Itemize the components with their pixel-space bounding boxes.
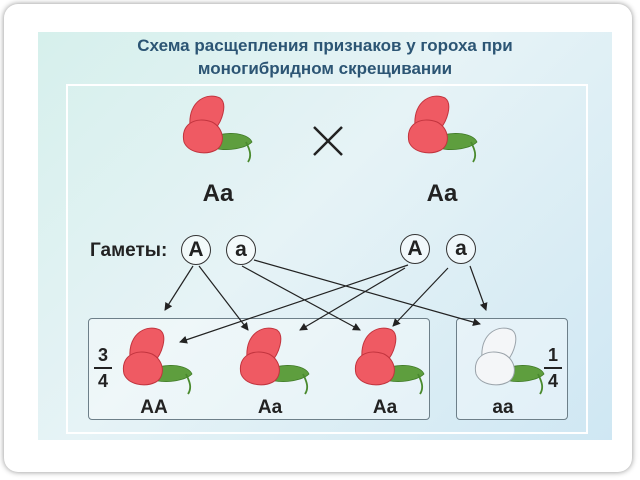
offspring-1-flower-icon	[122, 327, 193, 395]
offspring-3-genotype: Aa	[372, 397, 398, 418]
offspring-2-flower-icon	[239, 327, 310, 395]
title-line-1: Схема расщепления признаков у гороха при	[137, 36, 513, 55]
fraction-bar	[544, 367, 562, 369]
parent-left-genotype: Aa	[202, 180, 234, 207]
gametes-label: Гаметы:	[90, 240, 168, 261]
ratio-dominant: 3 4	[94, 344, 112, 392]
diagram-title: Схема расщепления признаков у гороха при…	[38, 34, 612, 80]
title-line-2: моногибридном скрещивании	[197, 59, 453, 78]
ratio-dominant-denominator: 4	[97, 371, 108, 391]
parent-right-flower-icon	[407, 95, 478, 163]
parent-right-genotype: Aa	[426, 180, 458, 207]
fraction-bar	[94, 367, 112, 369]
offspring-4-genotype: aa	[492, 397, 514, 418]
ratio-recessive-denominator: 4	[547, 371, 558, 391]
inner-frame	[66, 84, 588, 434]
offspring-1-genotype: AA	[140, 397, 168, 418]
arrow-left-a-to-aa	[253, 259, 481, 326]
arrow-left-a-to-Aa	[241, 265, 361, 331]
gamete-left-a: a	[226, 235, 256, 265]
ratio-recessive: 1 4	[544, 344, 562, 392]
ratio-recessive-numerator: 1	[547, 345, 558, 365]
offspring-2-genotype: Aa	[257, 397, 283, 418]
offspring-3-flower-icon	[354, 327, 425, 395]
gamete-right-a: a	[446, 234, 476, 264]
arrow-right-A-to-Aa	[299, 267, 406, 331]
gamete-left-A: A	[181, 235, 211, 265]
arrow-left-A-to-Aa	[198, 265, 249, 331]
cross-arrows	[164, 259, 488, 344]
arrow-right-A-to-AA	[179, 264, 409, 344]
offspring-4-flower-icon	[474, 327, 545, 395]
ratio-dominant-numerator: 3	[97, 345, 108, 365]
arrow-right-a-to-aa	[469, 265, 488, 311]
parent-left-flower-icon	[182, 95, 253, 163]
cross-icon	[313, 126, 343, 156]
arrow-right-a-to-Aa	[392, 267, 449, 327]
arrow-left-A-to-AA	[164, 265, 194, 311]
gamete-right-A: A	[400, 234, 430, 264]
